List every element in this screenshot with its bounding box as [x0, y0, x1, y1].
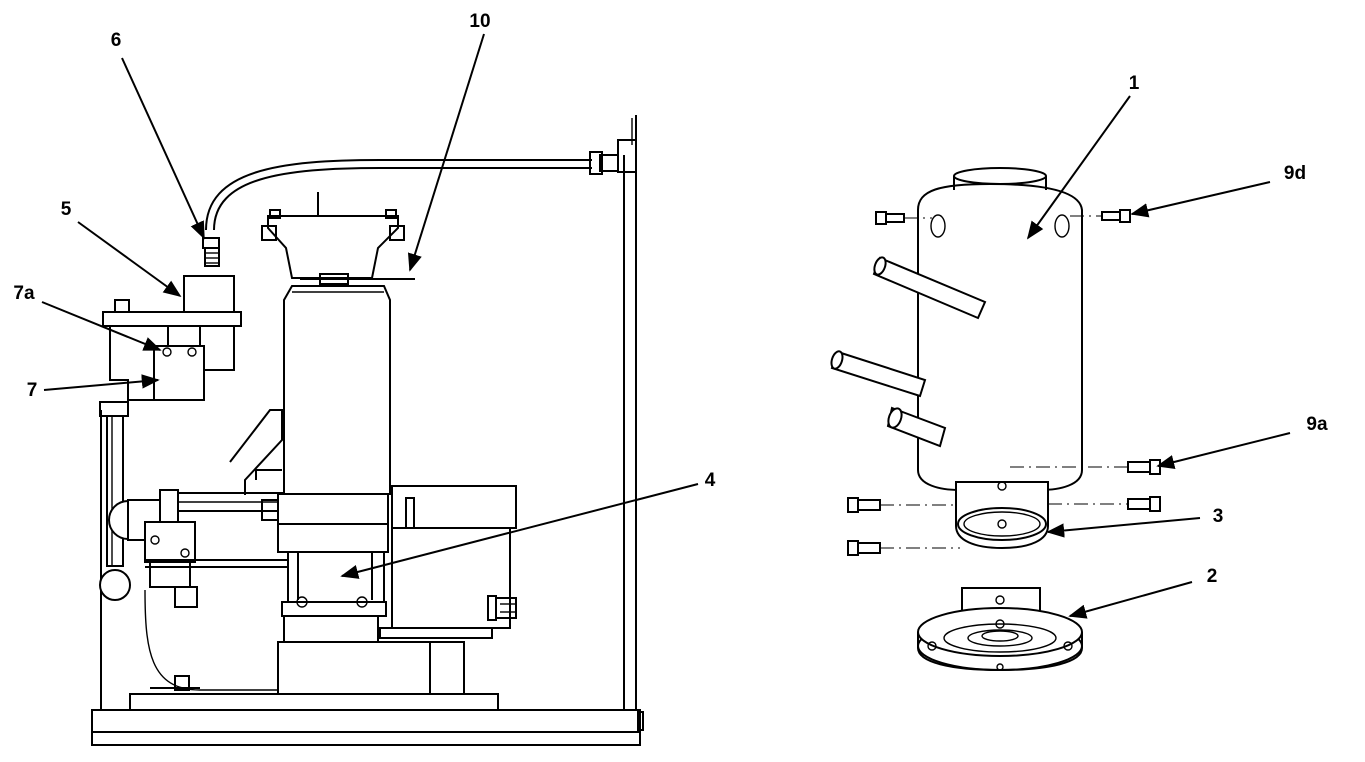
leader-4 — [340, 483, 699, 579]
callout-5: 5 — [61, 199, 72, 220]
canister — [283, 285, 391, 495]
exploded-view — [830, 167, 1161, 672]
leader-7 — [43, 374, 160, 391]
assembly-side-view — [91, 115, 644, 746]
tank — [917, 182, 1083, 491]
leader-10 — [407, 33, 485, 272]
leader-9a — [1156, 432, 1291, 470]
leader-5 — [77, 221, 182, 298]
callout-9d: 9d — [1284, 163, 1306, 184]
fitting — [202, 237, 220, 249]
motor — [287, 551, 385, 603]
callout-2: 2 — [1207, 566, 1218, 587]
callout-10: 10 — [469, 11, 490, 32]
base-frame — [91, 709, 641, 746]
callout-7a: 7a — [13, 283, 35, 304]
leader-3 — [1046, 517, 1201, 538]
leader-9d — [1130, 181, 1271, 218]
callout-4: 4 — [705, 470, 716, 491]
base-plate — [129, 693, 499, 711]
leader-6 — [121, 57, 205, 240]
callout-9a: 9a — [1306, 414, 1328, 435]
pump-head — [267, 215, 399, 279]
callout-6: 6 — [111, 30, 122, 51]
bracket — [153, 345, 205, 401]
callout-labels: 6 10 5 7a 7 4 1 9d 9a 3 2 — [13, 11, 1328, 587]
callout-3: 3 — [1213, 506, 1224, 527]
leader-1 — [1026, 95, 1131, 240]
leader-2 — [1068, 581, 1193, 619]
leader-7a — [41, 301, 162, 351]
callout-1: 1 — [1129, 73, 1140, 94]
leader-lines — [41, 33, 1291, 619]
callout-7: 7 — [27, 380, 38, 401]
